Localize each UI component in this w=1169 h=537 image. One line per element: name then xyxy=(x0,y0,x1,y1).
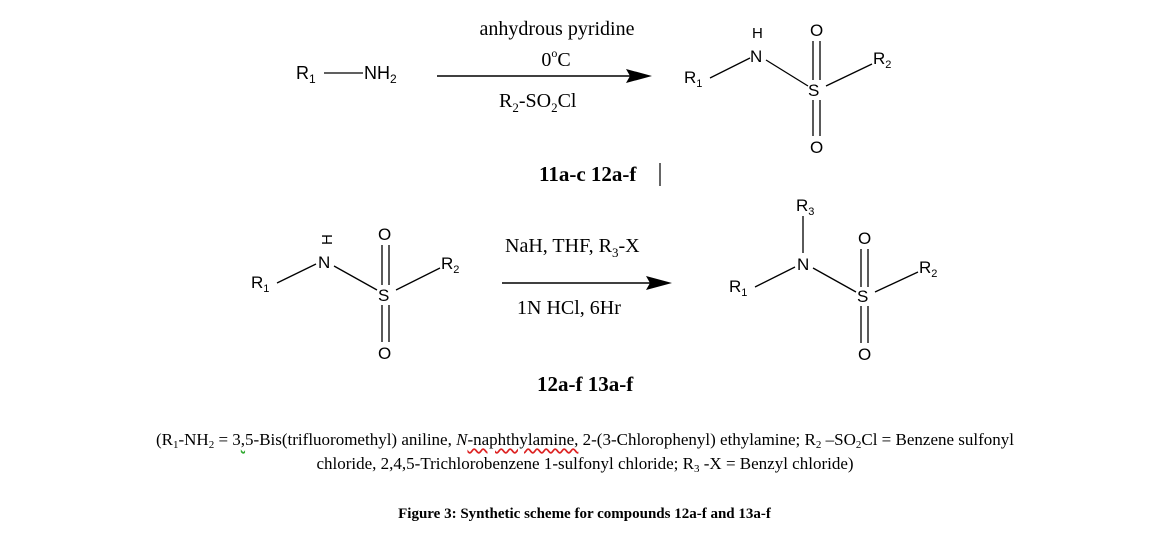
product-sulfonamide-1: R1 H N S O O R2 xyxy=(684,21,891,157)
atom-r1: R1 xyxy=(251,273,269,295)
bond-n-s xyxy=(765,59,809,87)
atom-r2: R2 xyxy=(919,258,937,280)
bond-s-r2 xyxy=(825,63,873,87)
reactant-r1: R1 xyxy=(296,63,316,86)
atom-r2: R2 xyxy=(441,254,459,276)
bond-n-s xyxy=(812,267,857,293)
reaction2-arrow-head xyxy=(646,276,672,290)
product-sulfonamide-3: R3 N R1 S O O R2 xyxy=(729,196,937,364)
atom-r2: R2 xyxy=(873,49,891,71)
atom-n: N xyxy=(318,253,330,272)
reactant-sulfonamide-2: R1 H N S O O R2 xyxy=(251,225,459,363)
bond-s-r2 xyxy=(395,267,441,291)
reagent-sulfonyl-chloride: R2-SO2Cl xyxy=(499,90,577,115)
reagent-temperature: 0oC xyxy=(541,46,570,71)
atom-s: S xyxy=(378,286,389,305)
atom-h: H xyxy=(752,25,763,42)
atom-o-bottom: O xyxy=(810,138,823,157)
atom-s: S xyxy=(808,81,819,100)
reactant-amine: R1 NH2 xyxy=(296,63,397,86)
note-line-2: chloride, 2,4,5-Trichlorobenzene 1-sulfo… xyxy=(316,454,854,475)
reagent-pyridine: anhydrous pyridine xyxy=(480,18,635,40)
atom-o-top: O xyxy=(858,229,871,248)
atom-s: S xyxy=(857,287,868,306)
atom-n: N xyxy=(750,47,762,66)
atom-o-bottom: O xyxy=(378,344,391,363)
atom-n: N xyxy=(797,255,809,274)
reagent-hcl: 1N HCl, 6Hr xyxy=(517,297,621,319)
reagent-nah-thf: NaH, THF, R3-X xyxy=(505,235,640,260)
atom-h: H xyxy=(319,234,336,245)
atom-r1: R1 xyxy=(684,68,702,90)
atom-o-top: O xyxy=(810,21,823,40)
atom-o-bottom: O xyxy=(858,345,871,364)
atom-r3: R3 xyxy=(796,196,814,218)
bond-r1-n xyxy=(709,57,751,79)
bond-n-s xyxy=(333,265,378,291)
substituent-note: (R1-NH2 = 3,5-Bis(trifluoromethyl) anili… xyxy=(40,428,1130,476)
atom-o-top: O xyxy=(378,225,391,244)
compounds-label-1: 11a-c 12a-f xyxy=(539,162,637,186)
bond-r1-n xyxy=(754,266,796,288)
reactant-nh2: NH2 xyxy=(364,63,397,86)
bond-r1-n xyxy=(276,263,317,284)
reaction1-arrow-head xyxy=(626,69,652,83)
compounds-label-2: 12a-f 13a-f xyxy=(537,372,634,396)
atom-r1: R1 xyxy=(729,277,747,299)
note-line-1: (R1-NH2 = 3,5-Bis(trifluoromethyl) anili… xyxy=(155,430,1015,451)
figure-caption: Figure 3: Synthetic scheme for compounds… xyxy=(398,506,771,522)
bond-s-r2 xyxy=(874,271,919,293)
